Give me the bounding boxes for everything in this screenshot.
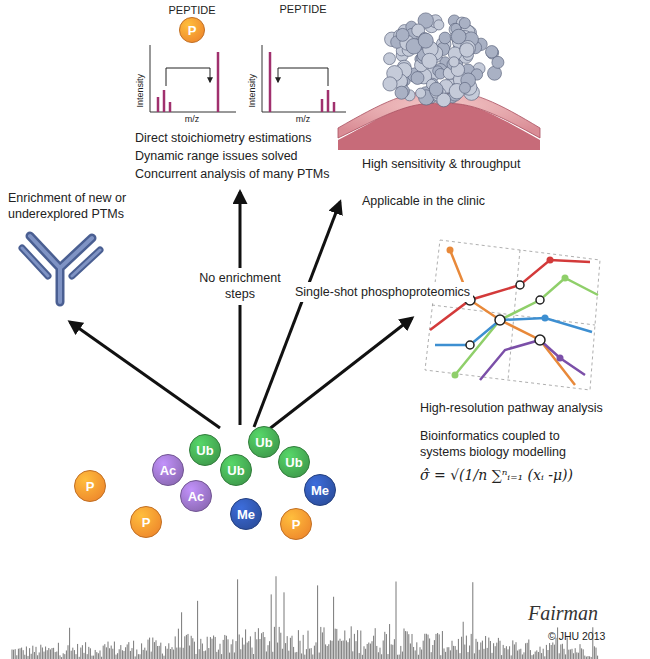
branch-label: Enrichment of new or underexplored PTMs [8,190,148,223]
ptm-circle: Ub [248,426,280,458]
antibody-symbol [22,236,100,302]
ptm-circle: Ub [220,454,252,486]
ptm-letter: P [74,470,106,502]
arrow-label: Single-shot phosphoproteomics [292,282,473,302]
ptm-circle: P [280,508,312,540]
ms-spectrum [150,45,236,112]
axis-label: m/z [296,114,311,126]
benefit-text: Concurrent analysis of many PTMs [135,166,330,182]
ptm-circle: Me [230,498,262,530]
ptm-letter: Ub [248,426,280,458]
ptm-letter: P [280,508,312,540]
benefit-text: Applicable in the clinic [362,193,485,209]
ptm-letter: P [130,506,162,538]
spectrum-trace [12,576,598,659]
ptm-circle: PPEPTIDE [179,17,205,43]
pathway-map [425,240,600,390]
ptm-circle: Ac [180,480,212,512]
benefit-text: High-resolution pathway analysis [420,400,603,416]
axis-label: Intensity [247,74,259,108]
formula: σ̂ = √(1/n ∑ⁿᵢ₌₁ (xᵢ -μ)) [420,466,573,484]
ptm-letter: Ac [152,454,184,486]
ptm-circle: Ub [278,446,310,478]
benefit-text: High sensitivity & throughput [362,156,532,172]
signature: Fairman [528,600,598,626]
node-heading: PEPTIDE [279,2,326,16]
arrow-label: No enrichment steps [191,268,289,305]
ptm-circle: P [74,470,106,502]
ptm-letter: Ac [180,480,212,512]
benefit-text: Bioinformatics coupled to systems biolog… [420,428,595,461]
benefit-text: Direct stoichiometry estimations [135,130,311,146]
ptm-letter: Me [230,498,262,530]
tumor-illustration [338,13,540,150]
ptm-circle: Ac [152,454,184,486]
ptm-letter: Ub [189,434,221,466]
axis-label: m/z [185,114,200,126]
node-heading: PEPTIDE [168,4,215,16]
benefit-text: Dynamic range issues solved [135,148,298,164]
ms-spectrum [262,45,346,112]
ptm-circle: Me [304,474,336,506]
direction-arrow [70,192,412,430]
ptm-circle: Ub [189,434,221,466]
ptm-letter: Ub [220,454,252,486]
ptm-circle: P [130,506,162,538]
axis-label: Intensity [135,74,147,108]
ptm-letter: P [179,17,205,43]
ptm-letter: Me [304,474,336,506]
copyright-note: © JHU 2013 [548,630,605,644]
ptm-letter: Ub [278,446,310,478]
